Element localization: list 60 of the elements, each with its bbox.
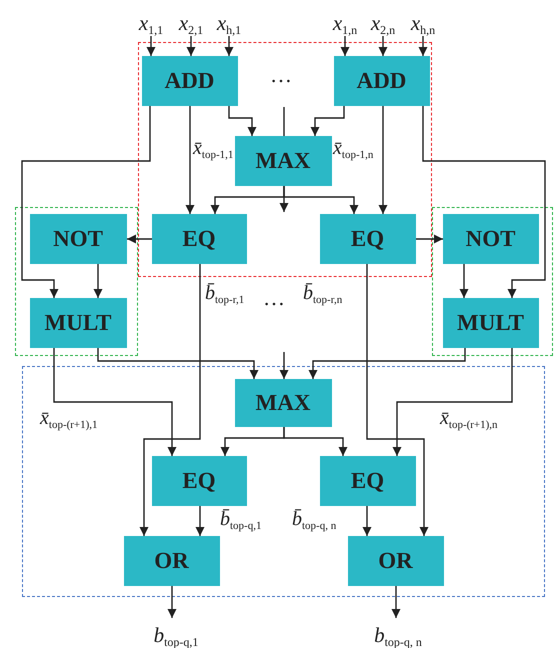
arrow <box>366 264 428 536</box>
arrow <box>196 506 204 536</box>
arrow <box>127 234 152 244</box>
logic-block: NOT <box>442 214 538 264</box>
logic-block: EQ <box>152 456 246 506</box>
logic-block: MULT <box>30 298 126 348</box>
arrow <box>378 106 388 214</box>
dashed-group-frame <box>432 207 553 356</box>
logic-block: EQ <box>320 456 416 506</box>
logic-block: ADD <box>334 56 430 106</box>
edge-label: b̄$_{top-r,1}$ <box>205 283 244 306</box>
arrow <box>310 106 345 136</box>
arrow <box>186 36 196 56</box>
arrow <box>378 36 388 56</box>
arrow <box>392 586 400 618</box>
logic-block: ADD <box>142 56 238 106</box>
signal-variable: x$_{2,n}$ <box>367 6 399 36</box>
connector-line <box>283 107 285 136</box>
logic-block: MAX <box>234 136 332 186</box>
logic-block: NOT <box>30 214 126 264</box>
arrow <box>168 586 176 618</box>
arrow <box>280 352 288 379</box>
arrow <box>21 106 151 298</box>
arrow <box>146 36 156 56</box>
arrow <box>416 234 443 244</box>
signal-variable: x$_{2,1}$ <box>175 6 207 36</box>
edge-label: b̄$_{top-q, n}$ <box>292 509 336 532</box>
arrow <box>340 36 350 56</box>
arrow <box>460 264 468 298</box>
logic-block: OR <box>348 536 444 586</box>
arrow <box>186 106 194 214</box>
arrow <box>228 106 256 136</box>
arrow <box>97 348 258 379</box>
arrow <box>94 264 102 298</box>
arrow <box>308 348 466 379</box>
logic-block: MULT <box>442 298 538 348</box>
ellipsis: … <box>263 287 285 309</box>
arrow <box>392 348 513 456</box>
edge-label: b̄$_{top-q,1}$ <box>220 509 262 532</box>
signal-variable: x$_{1,n}$ <box>329 6 361 36</box>
arrow <box>418 36 428 56</box>
dashed-group-frame <box>22 366 545 597</box>
logic-block: MAX <box>234 378 332 426</box>
arrow <box>422 106 546 298</box>
ellipsis: … <box>270 64 292 86</box>
logic-block: EQ <box>152 214 246 264</box>
signal-variable: x$_{h,n}$ <box>407 6 439 36</box>
arrow <box>140 264 201 536</box>
signal-variable: x$_{1,1}$ <box>135 6 167 36</box>
signal-variable: x$_{h,1}$ <box>213 6 245 36</box>
logic-block: EQ <box>320 214 416 264</box>
logic-block: OR <box>124 536 220 586</box>
arrow <box>224 36 234 56</box>
arrow <box>283 427 348 456</box>
arrow <box>362 506 372 536</box>
dashed-group-frame <box>15 207 138 356</box>
edge-label: b̄$_{top-r,n}$ <box>303 283 342 306</box>
dashed-group-frame <box>138 42 432 277</box>
arrow <box>280 186 288 212</box>
arrow <box>53 348 176 456</box>
